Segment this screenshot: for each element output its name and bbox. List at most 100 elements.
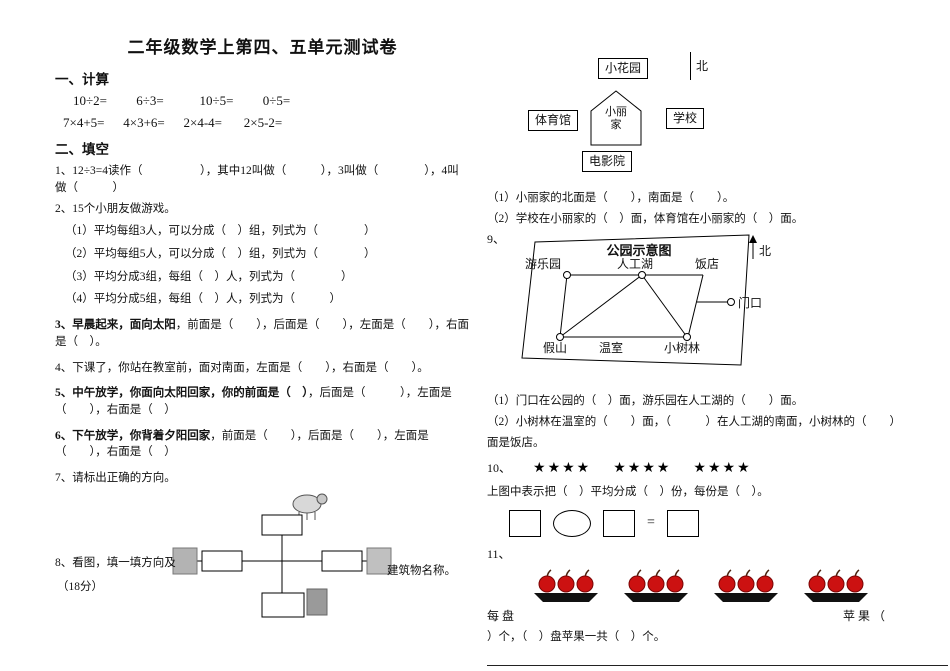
page-title: 二年级数学上第四、五单元测试卷 (127, 38, 398, 57)
map-label-gym: 体育馆 (528, 110, 579, 132)
apple-plate-icon (714, 569, 778, 602)
apple-plate-icon (804, 569, 868, 602)
question-11-label-left: 每 盘 (487, 608, 515, 623)
node-rockery (556, 333, 564, 342)
direction-cross-figure (172, 493, 392, 618)
question-11-text-line1: 每 盘 苹 果 （ (487, 608, 885, 625)
park-title: 公园示意图 (606, 243, 671, 258)
question-2: 2、15个小朋友做游戏。 (55, 202, 176, 215)
calc-problem: 7×4+5= (63, 115, 105, 131)
question-6-rest: ，前面是（ ），后面是（ ），左面是（ ），右面是（ ） (55, 429, 429, 459)
question-2-item-2: （2）平均每组5人，可以分成（ ）组，列式为（ ） (65, 248, 376, 261)
apple-plate-icon (534, 569, 598, 602)
map-label-cinema: 电影院 (582, 151, 633, 173)
question-2-item-4: （4）平均分成5组，每组（ ）人，列式为（ ） (65, 293, 341, 306)
question-11-text-line2: ）个，（ ）盘苹果一共（ ）个。 (487, 631, 666, 644)
question-7: 7、请标出正确的方向。 (55, 471, 176, 484)
blank-box-1 (509, 509, 541, 537)
park-label-rockery: 假山 (543, 341, 567, 355)
north-line-icon (690, 52, 691, 80)
park-label-amusement: 游乐园 (525, 257, 561, 271)
question-3-lead: 3、早晨起来，面向太阳 (55, 319, 176, 332)
question-6-lead: 6、下午放学，你背着夕阳回家 (55, 429, 211, 442)
answer-box-bottom (261, 592, 305, 618)
calc-problem: 10÷2= (73, 93, 107, 109)
question-3: 3、早晨起来，面向太阳，前面是（ ），后面是（ ），左面是（ ），右面是（ ）。 (55, 317, 470, 350)
map-label-school: 学校 (666, 108, 705, 130)
calc-problem: 6÷3= (136, 93, 164, 109)
apple-plates (531, 568, 945, 604)
north-label: 北 (696, 59, 709, 73)
neighborhood-map: 小花园 北 体育馆 小丽 家 学校 电影院 (487, 46, 945, 186)
calc-problem: 2×5-2= (243, 115, 283, 131)
question-6: 6、下午放学，你背着夕阳回家，前面是（ ），后面是（ ），左面是（ ），右面是（… (55, 428, 470, 461)
answer-box-top (261, 514, 303, 536)
building-photo-right (366, 547, 392, 575)
question-5: 5、中午放学，你面向太阳回家，你的前面是（ ），后面是（ ），左面是（ ），右面… (55, 385, 470, 418)
page-bottom-border (487, 665, 948, 666)
node-amusement (563, 271, 571, 280)
equals-sign: = (647, 515, 655, 531)
blank-box-2 (603, 509, 635, 537)
home-label-line1: 小丽 (605, 106, 627, 118)
calc-problem: 2×4-4= (183, 115, 223, 131)
park-path-diagonal-left (559, 274, 643, 338)
building-photo-left (172, 547, 198, 575)
node-grove (683, 333, 691, 342)
question-8-score: （18分） (57, 580, 103, 593)
question-10-text: 上图中表示把（ ）平均分成（ ）份，每份是（ ）。 (487, 485, 769, 498)
equation-shapes: = (509, 508, 945, 538)
map-label-home: 小丽 家 (590, 106, 642, 132)
question-8: 8、看图，填一填方向及 (55, 556, 176, 569)
map-label-garden: 小花园 (598, 58, 649, 80)
answer-box-left (201, 550, 243, 572)
calc-row-2: 7×4+5= 4×3+6= 2×4-4= 2×5-2= (55, 114, 470, 133)
question-10-number: 10、 (487, 461, 512, 476)
node-gate (727, 298, 735, 307)
calc-problem: 0÷5= (262, 93, 291, 109)
question-4: 4、下课了，你站在教室前，面对南面，左面是（ ），右面是（ ）。 (55, 361, 429, 374)
park-north-label: 北 (759, 244, 771, 258)
question-11-number: 11、 (487, 547, 511, 562)
calc-problem: 10÷5= (199, 93, 234, 109)
park-label-grove: 小树林 (664, 340, 700, 355)
star-group-3: ★★★★ (693, 461, 752, 477)
question-1: 1、12÷3=4读作（ ），其中12叫做（ ），3叫做（ ），4叫做（ ） (55, 165, 459, 195)
park-map: 9、 公园示意图 北 游乐园 人工湖 (487, 232, 945, 389)
house-icon (590, 90, 642, 146)
answer-boxes (201, 514, 363, 618)
park-question-1: （1）门口在公园的（ ）面，游乐园在人工湖的（ ）面。 (487, 395, 804, 408)
question-11-label-right: 苹 果 （ (842, 608, 885, 623)
question-10: 10、★★★★★★★★★★★★ (487, 459, 945, 479)
pagoda-photo (306, 588, 328, 616)
blank-oval (553, 509, 591, 537)
park-question-2b: 面是饭店。 (487, 436, 545, 449)
question-2-item-3: （3）平均分成3组，每组（ ）人，列式为（ ） (65, 270, 353, 283)
direction-diagram: 8、看图，填一填方向及 （18分） 建筑物名称。 (55, 491, 470, 631)
park-path-diagonal-right (641, 275, 688, 338)
calc-section-heading: 一、计算 (55, 71, 109, 87)
calc-row-1: 10÷2= 6÷3= 10÷5= 0÷5= (55, 92, 470, 111)
map-question-1: （1）小丽家的北面是（ ），南面是（ ）。 (487, 192, 735, 204)
park-figure: 公园示意图 北 游乐园 人工湖 饭店 门口 假 (521, 234, 771, 366)
map-question-2: （2）学校在小丽家的（ ）面，体育馆在小丽家的（ ）面。 (487, 212, 804, 225)
park-border (521, 234, 750, 366)
park-path-left (559, 275, 568, 338)
park-label-lake: 人工湖 (617, 256, 653, 271)
home-label-line2: 家 (610, 119, 622, 131)
answer-box-right (321, 550, 363, 572)
fill-section-heading: 二、填空 (55, 141, 109, 157)
question-2-item-1: （1）平均每组3人，可以分成（ ）组，列式为（ ） (65, 225, 376, 238)
left-column: 二年级数学上第四、五单元测试卷 一、计算 10÷2= 6÷3= 10÷5= 0÷… (55, 36, 470, 631)
park-path-right (687, 275, 704, 338)
sheep-image (292, 493, 328, 520)
question-5-rest: ，后面是（ ），左面是（ ），右面是（ ） (55, 387, 452, 416)
blank-box-3 (666, 509, 699, 537)
right-column: 小花园 北 体育馆 小丽 家 学校 电影院 （1）小丽家的北面是（ ），南面是（… (487, 46, 945, 646)
star-group-2: ★★★★ (613, 461, 672, 477)
park-question-2a: （2）小树林在温室的（ ）面，（ ）在人工湖的南面，小树林的（ ） (487, 416, 901, 429)
question-9-number: 9、 (487, 232, 506, 247)
park-label-gate: 门口 (738, 295, 762, 310)
node-lake (638, 271, 646, 280)
